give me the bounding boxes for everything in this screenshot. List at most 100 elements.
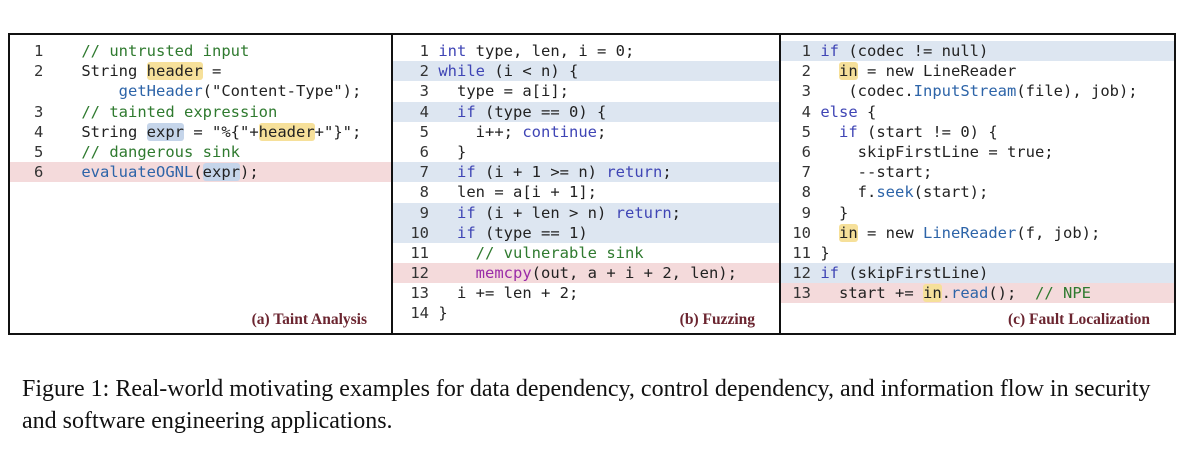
code-token: (out, a + i + 2, len); [531,264,737,283]
code-token: skipFirstLine = true; [820,142,1054,161]
code-token: LineReader [923,223,1017,242]
code-line: 6 skipFirstLine = true; [781,142,1174,162]
code-token: . [941,284,952,303]
code-line: 6 evaluateOGNL(expr); [10,162,391,183]
line-number: 11 [410,243,429,262]
line-number: 12 [792,264,811,283]
line-number: 7 [801,163,811,182]
code-line: 12 if (skipFirstLine) [781,263,1174,284]
code-token: // NPE [1035,284,1092,303]
code-token: return [606,163,663,182]
code-token: (codec != null) [839,42,989,60]
panel-label-taint: (a) Taint Analysis [251,311,367,328]
code-token: seek [876,183,914,202]
code-line: 5 i++; continue; [393,122,779,142]
code-line: 3 // tainted expression [10,102,391,122]
code-token: = new LineReader [857,62,1017,81]
line-number: 12 [410,264,429,283]
code-token: (f, job); [1016,223,1101,242]
code-token: i++; [438,122,523,141]
line-number: 2 [801,62,811,81]
code-token: if [457,102,476,121]
line-number: 5 [801,122,811,141]
code-token [438,103,457,121]
code-line: 2 String header = [10,61,391,81]
code-line: 1 // untrusted input [10,41,391,61]
code-token: evaluateOGNL [81,163,194,182]
panel-fault-localization: 1 if (codec != null) 2 in = new LineReade… [779,35,1174,333]
line-number: 3 [801,82,811,101]
code-block-fault: 1 if (codec != null) 2 in = new LineReade… [781,41,1174,304]
line-number: 1 [34,42,44,60]
code-token: expr [202,163,240,182]
code-token: continue [522,122,597,141]
code-token: if [457,203,476,222]
code-token: String [81,122,147,141]
code-token: = "%{"+ [184,122,259,141]
line-number: 7 [419,163,429,182]
code-token: (i + len > n) [475,203,616,222]
line-number: 3 [34,102,44,121]
code-block-fuzzing: 1 int type, len, i = 0;2 while (i < n) {… [393,41,779,324]
code-token: return [615,203,672,222]
panel-fuzzing: 1 int type, len, i = 0;2 while (i < n) {… [391,35,779,333]
code-line: 11 } [781,243,1174,263]
code-token: } [820,203,849,222]
line-number: 5 [34,142,44,161]
line-number: 6 [34,163,44,182]
code-token: // untrusted input [81,42,250,60]
code-token: (codec. [820,82,914,101]
code-token: ( [193,163,203,182]
code-token: start += [820,284,923,303]
code-token: if [839,122,858,141]
code-token: // tainted expression [81,102,278,121]
code-token: in [923,284,942,303]
code-token: header [146,62,203,81]
line-number: 4 [419,102,429,121]
code-token: ; [671,203,682,222]
code-line: 10 in = new LineReader(f, job); [781,223,1174,243]
code-token: if [820,42,840,60]
code-line: 3 (codec.InputStream(file), job); [781,81,1174,101]
code-token: ("Content-Type"); [202,82,362,101]
line-number: 2 [419,62,429,81]
code-token: (i + 1 >= n) [475,163,607,182]
code-token: // dangerous sink [81,142,240,161]
code-token: } [438,304,448,323]
line-number: 1 [801,42,811,60]
code-token: (skipFirstLine) [839,264,989,283]
code-token: if [820,264,840,283]
code-line: 10 if (type == 1) [393,222,779,243]
line-number: 9 [419,203,429,222]
code-token: { [857,102,877,121]
code-token [820,224,839,242]
code-token: (start != 0) { [857,122,998,141]
code-line: 5 if (start != 0) { [781,122,1174,142]
code-line: 4 else { [781,102,1174,122]
code-token [438,244,475,262]
line-number: 10 [792,223,811,242]
code-line: 9 } [781,203,1174,223]
code-token: while [438,62,486,81]
code-token: (file), job); [1016,82,1138,101]
code-token [438,224,457,242]
line-number: 11 [792,243,811,262]
code-token: if [457,163,476,182]
code-line: 8 len = a[i + 1]; [393,182,779,202]
code-line: 4 String expr = "%{"+header+"}"; [10,122,391,142]
code-line: 3 type = a[i]; [393,81,779,101]
code-line: 7 --start; [781,162,1174,182]
code-line: 7 if (i + 1 >= n) return; [393,162,779,183]
code-token: (i < n) { [485,62,579,81]
code-token: (type == 1) [475,223,588,242]
code-token: memcpy [475,264,532,283]
line-number: 6 [801,142,811,161]
code-line: 11 // vulnerable sink [393,243,779,263]
code-line: 4 if (type == 0) { [393,101,779,122]
code-token: i += len + 2; [438,284,579,303]
panel-label-fuzzing: (b) Fuzzing [679,311,755,328]
code-token: else [820,102,858,121]
line-number: 10 [410,223,429,242]
